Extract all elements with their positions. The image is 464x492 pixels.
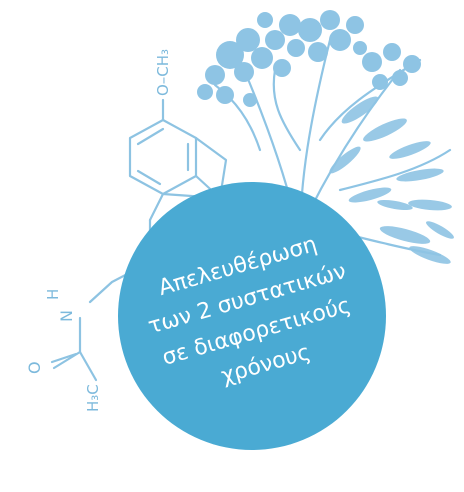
plant-icon — [197, 10, 454, 264]
amine-h-label: H — [44, 289, 62, 300]
methyl-label: H₃C — [84, 384, 102, 412]
methoxy-label: O–CH₃ — [154, 49, 172, 96]
badge-text: Απελευθέρωση των 2 συστατικών σε διαφορε… — [118, 182, 386, 450]
release-badge: Απελευθέρωση των 2 συστατικών σε διαφορε… — [118, 182, 386, 450]
molecule-labels: O–CH₃ H N O H₃C — [25, 49, 172, 412]
amine-n-label: N — [57, 310, 76, 322]
carbonyl-o-label: O — [25, 361, 44, 374]
